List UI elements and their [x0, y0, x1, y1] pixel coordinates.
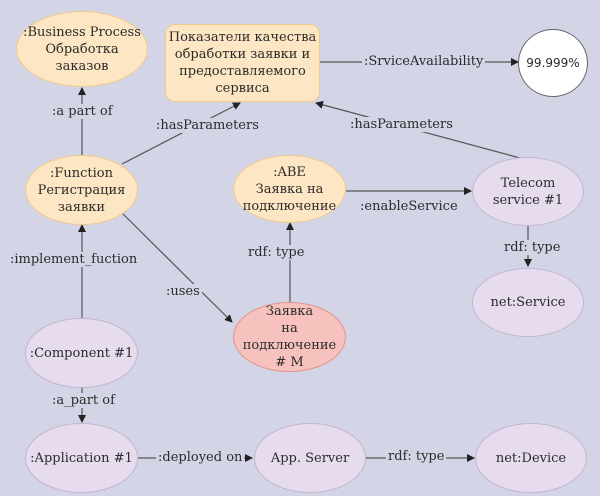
label-a-part-of: :a part of: [50, 104, 115, 119]
node-availability-value[interactable]: 99.999%: [518, 29, 588, 97]
edge-has-parameters-left: [121, 102, 241, 165]
node-abe[interactable]: :ABE Заявка на подключение: [233, 155, 346, 223]
label-has-parameters-left: :hasParameters: [154, 118, 261, 133]
label-rdf-type-service: rdf: type: [502, 240, 563, 255]
node-request-m[interactable]: Заявка на подключение # M: [233, 302, 346, 372]
label-has-parameters-right: :hasParameters: [348, 117, 455, 132]
label-rdf-type-device: rdf: type: [386, 449, 447, 464]
edge-uses: [121, 212, 233, 323]
label-uses: :uses: [164, 284, 202, 299]
label-enable-service: :enableService: [358, 199, 460, 214]
label-deployed-on: :deployed on: [156, 450, 245, 465]
node-component[interactable]: :Component #1: [25, 318, 138, 388]
node-net-service[interactable]: net:Service: [472, 268, 584, 337]
node-net-device[interactable]: net:Device: [475, 423, 587, 493]
label-a-part-of-app: :a_part of: [50, 393, 117, 408]
label-implement-function: :implement_fuction: [8, 252, 140, 267]
node-app-server[interactable]: App. Server: [254, 423, 366, 493]
node-telecom-service[interactable]: Telecom service #1: [472, 157, 584, 226]
label-rdf-type-abe: rdf: type: [246, 245, 307, 260]
node-business-process[interactable]: :Business Process Обработка заказов: [16, 11, 148, 87]
node-function[interactable]: :Function Регистрация заявки: [25, 155, 138, 225]
label-service-availability: :SrviceAvailability: [362, 54, 486, 69]
node-quality-params[interactable]: Показатели качества обработки заявки и п…: [165, 24, 320, 102]
node-application[interactable]: :Application #1: [25, 423, 138, 493]
